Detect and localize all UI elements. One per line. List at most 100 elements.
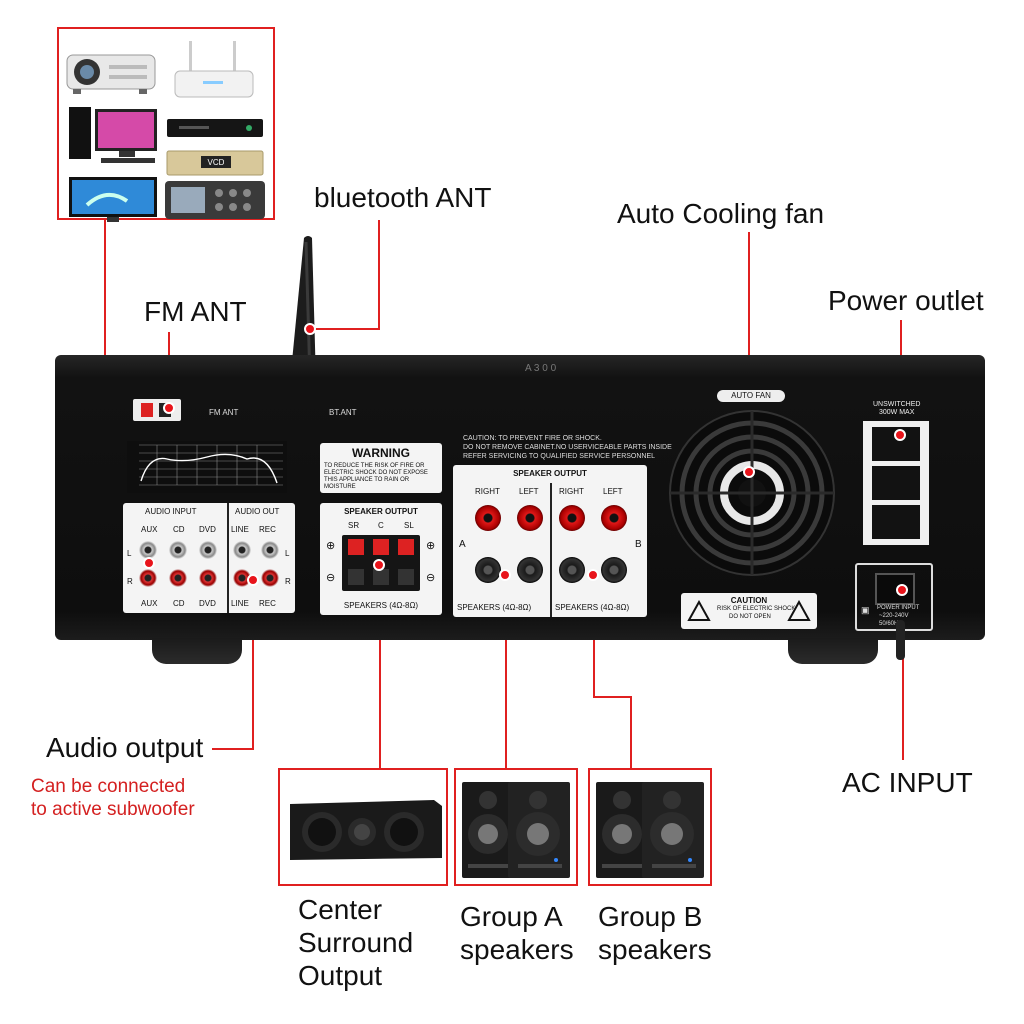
dvd-r-jack[interactable] — [199, 569, 217, 587]
a-right-negative-post[interactable] — [475, 557, 501, 583]
frequency-response-graph — [127, 441, 287, 493]
center-speaker-output-heading: SPEAKER OUTPUT — [344, 507, 418, 516]
group-a-label-line-2: speakers — [460, 934, 574, 965]
unswitched-label: UNSWITCHED — [873, 401, 921, 408]
vcd-label: VCD — [208, 158, 225, 167]
line-top-label: LINE — [231, 525, 249, 534]
b-label: B — [635, 539, 642, 550]
cd-l-jack[interactable] — [169, 541, 187, 559]
aux-input-marker — [143, 557, 155, 569]
a-right-positive-post[interactable] — [475, 505, 501, 531]
caution-small-text-2: DO NOT OPEN — [729, 614, 771, 620]
left-a-label: LEFT — [519, 487, 539, 496]
amplifier-rear-panel: A 3 0 0 FM ANT BT.ANT AUDIO INPUT AUDIO … — [55, 355, 985, 640]
r-label: R — [127, 577, 133, 586]
a-label: A — [459, 539, 466, 550]
b-left-positive-post[interactable] — [601, 505, 627, 531]
aux-r-jack[interactable] — [139, 569, 157, 587]
group-b-label-line-1: Group B — [598, 901, 703, 932]
center-label-line-3: Output — [298, 960, 383, 991]
line-r-jack[interactable] — [233, 569, 251, 587]
spring-clip-terminal[interactable] — [342, 535, 420, 591]
desktop-computer-icon — [69, 107, 157, 163]
cooling-fan-grille — [669, 410, 835, 576]
cd-r-jack[interactable] — [169, 569, 187, 587]
main-speaker-output-panel: SPEAKER OUTPUT RIGHT LEFT RIGHT LEFT A B… — [453, 465, 647, 617]
projector-icon — [66, 54, 156, 94]
group-a-speaker-box — [454, 768, 578, 886]
dvd-bottom-label: DVD — [199, 599, 216, 608]
aux-bottom-label: AUX — [141, 599, 158, 608]
group-a-marker — [499, 569, 511, 581]
audio-output-note-1: Can be connected — [31, 776, 186, 797]
group-b-label-line-2: speakers — [598, 934, 712, 965]
a-left-positive-post[interactable] — [517, 505, 543, 531]
vcd-player-icon: VCD — [166, 150, 264, 176]
dvd-top-label: DVD — [199, 525, 216, 534]
center-output-marker — [373, 559, 385, 571]
auto-fan-marker — [743, 466, 755, 478]
right-foot — [788, 638, 878, 664]
rec-r-jack[interactable] — [261, 569, 279, 587]
a-speakers-rating: SPEAKERS (4Ω-8Ω) — [457, 603, 532, 612]
dvd-player-icon — [167, 119, 263, 137]
auto-fan-badge: AUTO FAN — [717, 390, 785, 402]
dvd-l-jack[interactable] — [199, 541, 217, 559]
power-cord — [896, 620, 905, 660]
rec-bottom-label: REC — [259, 599, 276, 608]
b-right-negative-post[interactable] — [559, 557, 585, 583]
power-outlet-marker — [894, 429, 906, 441]
cd-top-label: CD — [173, 525, 185, 534]
group-b-speaker-box — [588, 768, 712, 886]
caution-small-text-1: RISK OF ELECTRIC SHOCK — [717, 606, 796, 612]
b-left-negative-post[interactable] — [601, 557, 627, 583]
power-input-label-1: POWER INPUT — [877, 605, 920, 611]
b-right-positive-post[interactable] — [559, 505, 585, 531]
center-speaker-icon — [290, 800, 442, 860]
aux-top-label: AUX — [141, 525, 158, 534]
power-outlet-label: Power outlet — [828, 285, 984, 316]
line-bottom-label: LINE — [231, 599, 249, 608]
fm-ant-panel-label: FM ANT — [209, 408, 239, 417]
audio-io-panel: AUDIO INPUT AUDIO OUT AUX CD DVD LINE RE… — [123, 503, 295, 613]
fm-ant-label: FM ANT — [144, 296, 247, 327]
a-left-negative-post[interactable] — [517, 557, 543, 583]
ac-input-plate: ▣ POWER INPUT ~220-240V 50/60Hz — [855, 563, 933, 631]
r-label-right: R — [285, 577, 291, 586]
left-foot — [152, 638, 242, 664]
c-label: C — [378, 521, 384, 530]
warning-title: WARNING — [352, 446, 410, 460]
aux-l-jack[interactable] — [139, 541, 157, 559]
audio-mixer-icon — [165, 181, 265, 219]
l-label-right: L — [285, 549, 290, 558]
center-speakers-rating: SPEAKERS (4Ω-8Ω) — [343, 601, 419, 610]
audio-out-marker — [247, 574, 259, 586]
line-l-jack[interactable] — [233, 541, 251, 559]
electric-shock-caution-label: CAUTION RISK OF ELECTRIC SHOCK DO NOT OP… — [681, 593, 817, 629]
b-speakers-rating: SPEAKERS (4Ω-8Ω) — [555, 603, 630, 612]
left-b-label: LEFT — [603, 487, 623, 496]
audio-out-heading: AUDIO OUT — [235, 507, 280, 516]
ac-input-marker — [896, 584, 908, 596]
model-number: A 3 0 0 — [525, 363, 557, 374]
caution-text-2: DO NOT REMOVE CABINET.NO USERVICEABLE PA… — [463, 444, 672, 451]
right-a-label: RIGHT — [475, 487, 500, 496]
source-devices-box: VCD — [57, 27, 275, 222]
power-outlet-sockets[interactable] — [863, 421, 929, 545]
caution-text-3: REFER SERVICING TO QUALIFIED SERVICE PER… — [463, 453, 656, 460]
max-watt-label: 300W MAX — [879, 409, 915, 416]
cd-bottom-label: CD — [173, 599, 185, 608]
main-speaker-output-heading: SPEAKER OUTPUT — [513, 469, 587, 478]
rec-top-label: REC — [259, 525, 276, 534]
group-b-speakers-icon — [596, 782, 704, 878]
audio-output-note-2: to active subwoofer — [31, 799, 195, 820]
warning-label: WARNING TO REDUCE THE RISK OF FIRE OR EL… — [320, 443, 442, 493]
sr-label: SR — [348, 521, 360, 530]
group-b-marker — [587, 569, 599, 581]
auto-fan-label: AUTO FAN — [731, 391, 771, 400]
ac-input-label: AC INPUT — [842, 767, 973, 798]
group-a-speakers-icon — [462, 782, 570, 878]
rec-l-jack[interactable] — [261, 541, 279, 559]
power-input-label-3: 50/60Hz — [879, 621, 902, 627]
power-input-label-2: ~220-240V — [879, 613, 909, 619]
